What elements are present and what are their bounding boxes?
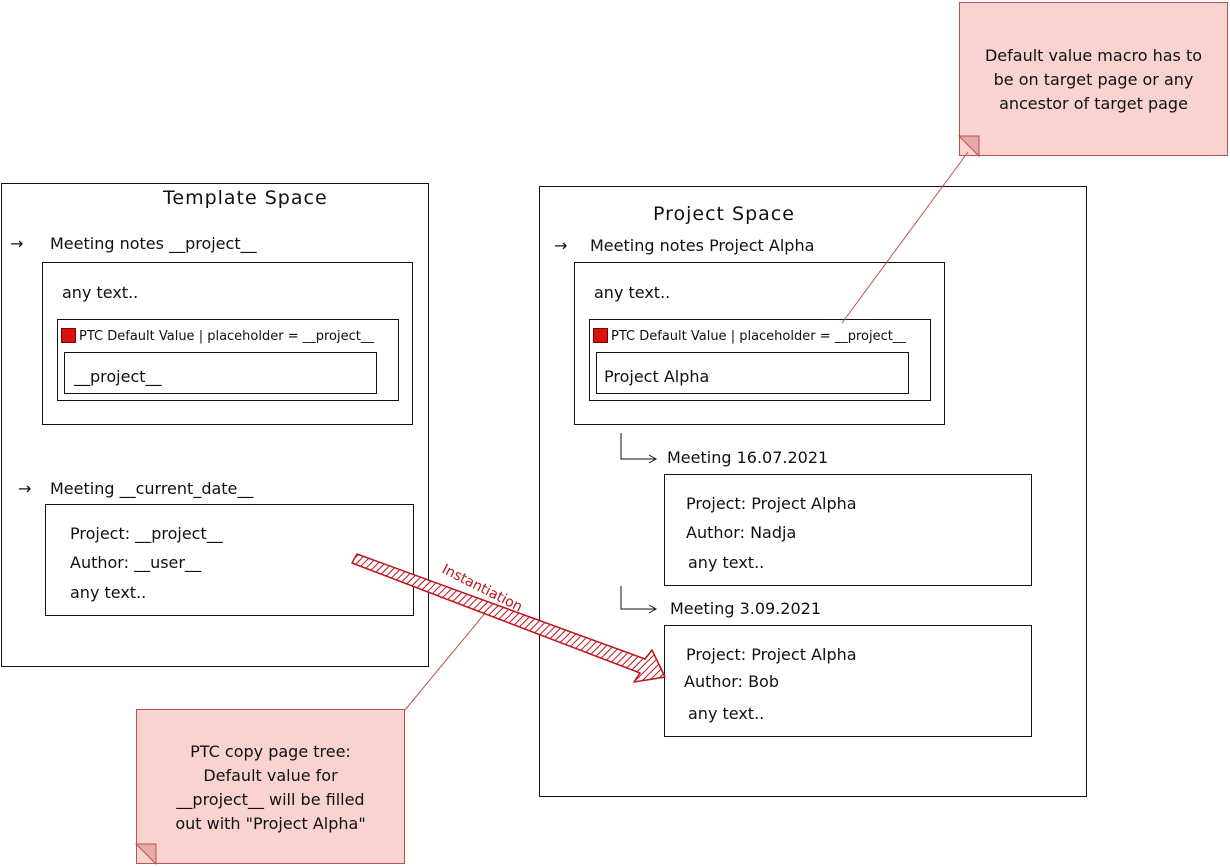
- bottom-note-line4: out with "Project Alpha": [175, 814, 366, 833]
- child1-body-text: any text..: [688, 553, 765, 572]
- project-page1-macro-value-box: [596, 352, 909, 394]
- child2-title: Meeting 3.09.2021: [670, 599, 822, 618]
- template-page2-title: Meeting __current_date__: [50, 479, 254, 498]
- instantiation-arrow: [351, 553, 666, 683]
- project-page1-body-text: any text..: [594, 283, 671, 302]
- template-page1-macro-label: PTC Default Value | placeholder = __proj…: [79, 329, 374, 344]
- bottom-note-connector: [404, 611, 487, 711]
- template-page1-body-text: any text..: [62, 283, 139, 302]
- template-page2-content: [45, 504, 414, 616]
- template-space-title: Template Space: [163, 187, 328, 209]
- child1-tree-connector: [620, 433, 655, 460]
- bottom-note-line1: PTC copy page tree:: [190, 742, 351, 761]
- top-note-fold: [957, 135, 980, 158]
- template-page2-project-line: Project: __project__: [70, 524, 223, 543]
- template-page1-title: Meeting notes __project__: [50, 234, 257, 253]
- project-space-title: Project Space: [653, 203, 795, 225]
- top-note: Default value macro has to be on target …: [959, 2, 1228, 156]
- bottom-note-line2: Default value for: [203, 766, 338, 785]
- project-page1-macro-label: PTC Default Value | placeholder = __proj…: [611, 329, 906, 344]
- child2-author-line: Author: Bob: [684, 672, 779, 691]
- project-page1-title: Meeting notes Project Alpha: [590, 236, 815, 255]
- bottom-note: PTC copy page tree: Default value for __…: [136, 709, 405, 864]
- page-arrow-icon: →: [18, 479, 32, 498]
- project-page1-macro-value: Project Alpha: [604, 367, 710, 386]
- child2-tree-arrowhead: [648, 604, 658, 614]
- page-arrow-icon: →: [10, 234, 24, 253]
- bottom-note-line3: __project__ will be filled: [176, 790, 365, 809]
- child1-project-line: Project: Project Alpha: [686, 494, 857, 513]
- template-page2-author-line: Author: __user__: [70, 553, 201, 572]
- template-page2-body-text: any text..: [70, 583, 147, 602]
- child2-body-text: any text..: [688, 704, 765, 723]
- child1-author-line: Author: Nadja: [686, 523, 797, 542]
- top-note-line1: Default value macro has to: [984, 46, 1203, 65]
- child2-content: [664, 625, 1032, 737]
- macro-icon: [593, 328, 608, 343]
- child2-tree-connector: [620, 586, 655, 610]
- bottom-note-fold: [134, 843, 157, 866]
- top-note-line2: be on target page or any: [993, 70, 1194, 89]
- page-arrow-icon: →: [554, 236, 568, 255]
- template-page1-macro-value-box: [64, 352, 377, 394]
- child1-tree-arrowhead: [648, 454, 658, 464]
- template-page1-macro-value: __project__: [74, 367, 162, 386]
- child2-project-line: Project: Project Alpha: [686, 645, 857, 664]
- child1-content: [664, 474, 1032, 586]
- top-note-connector: [841, 151, 969, 324]
- child1-title: Meeting 16.07.2021: [667, 448, 829, 467]
- top-note-line3: ancestor of target page: [999, 94, 1188, 113]
- macro-icon: [61, 328, 76, 343]
